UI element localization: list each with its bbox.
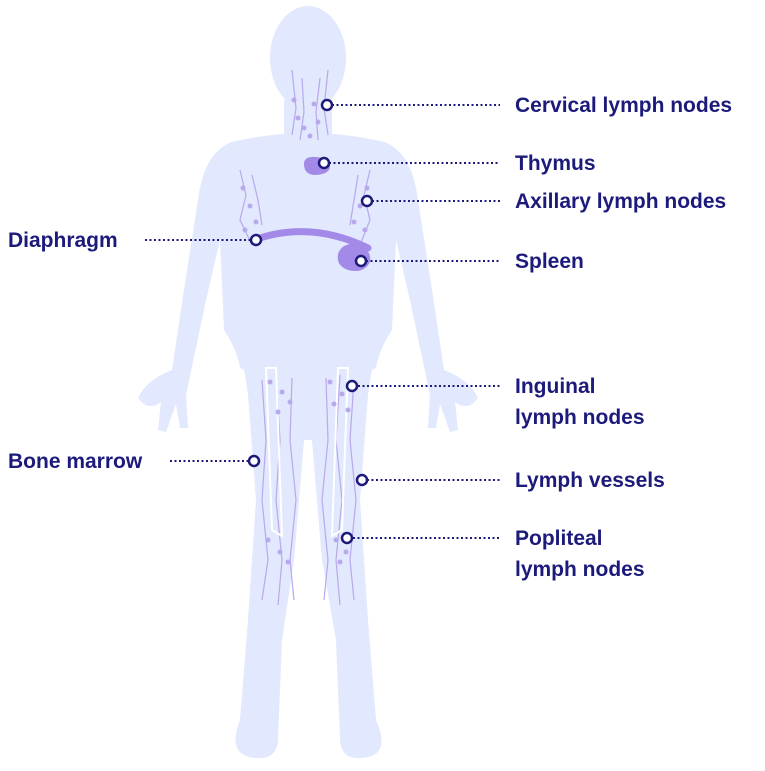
label-bone-marrow: Bone marrow	[8, 446, 142, 477]
label-lymph-vessels: Lymph vessels	[515, 465, 665, 496]
label-cervical-lymph-nodes: Cervical lymph nodes	[515, 90, 732, 121]
label-spleen: Spleen	[515, 246, 584, 277]
axillary-marker	[362, 196, 372, 206]
lymph-vessels-marker	[357, 475, 367, 485]
label-popliteal-line1: Popliteal	[515, 527, 603, 550]
label-inguinal-line1: Inguinal	[515, 375, 596, 398]
label-axillary-lymph-nodes: Axillary lymph nodes	[515, 186, 726, 217]
spleen-marker	[356, 256, 366, 266]
label-inguinal-line2: lymph nodes	[515, 406, 645, 429]
diaphragm-marker	[251, 235, 261, 245]
cervical-marker	[322, 100, 332, 110]
label-thymus: Thymus	[515, 148, 596, 179]
label-popliteal-line2: lymph nodes	[515, 558, 645, 581]
label-popliteal-lymph-nodes: Popliteal lymph nodes	[515, 523, 645, 585]
thymus-marker	[319, 158, 329, 168]
popliteal-marker	[342, 533, 352, 543]
bone-marrow-marker	[249, 456, 259, 466]
body-silhouette	[138, 6, 478, 758]
label-diaphragm: Diaphragm	[8, 225, 118, 256]
label-inguinal-lymph-nodes: Inguinal lymph nodes	[515, 371, 645, 433]
inguinal-marker	[347, 381, 357, 391]
